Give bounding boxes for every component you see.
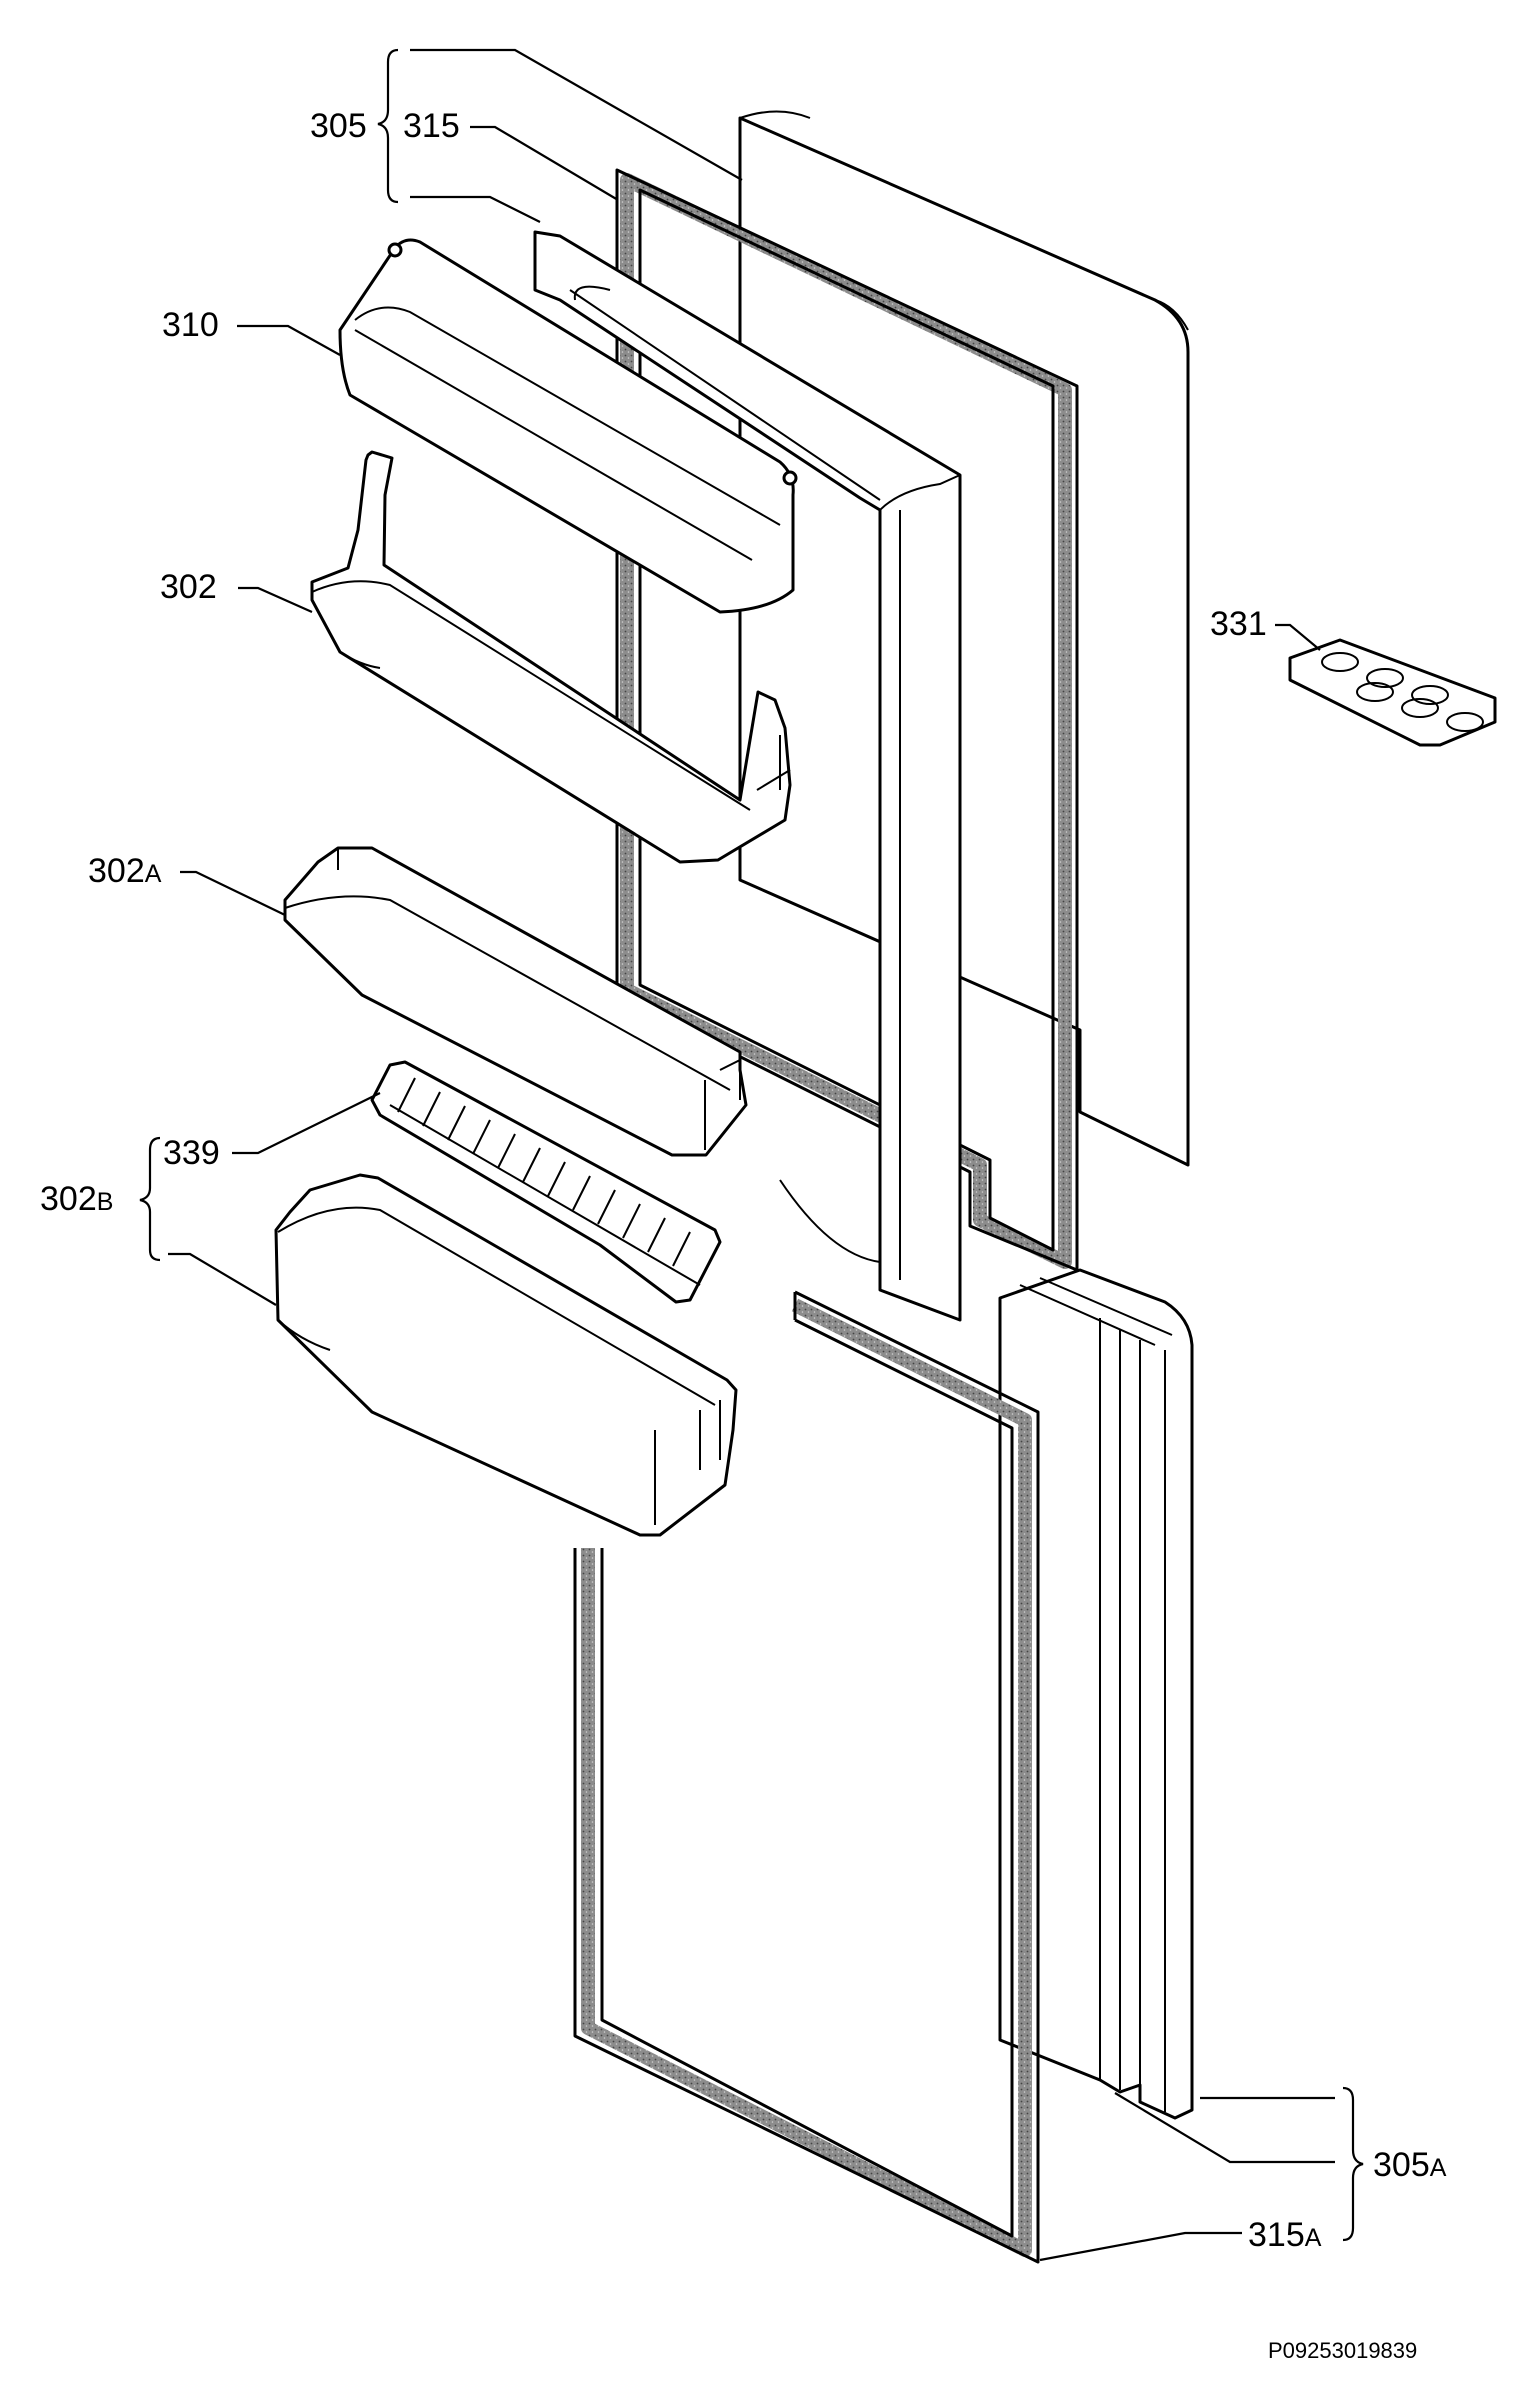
- egg-tray: [1288, 638, 1497, 747]
- brace-305: [377, 48, 399, 204]
- label-315: 315: [403, 107, 460, 145]
- label-305: 305: [310, 107, 367, 145]
- lower-door-panel: [998, 1268, 1194, 2120]
- label-305a: 305A: [1373, 2146, 1447, 2184]
- middle-door-shelf: [283, 846, 748, 1157]
- bottle-retainer: [370, 1060, 722, 1304]
- label-302: 302: [160, 568, 217, 606]
- label-339: 339: [163, 1134, 220, 1172]
- brace-302b: [139, 1136, 161, 1262]
- upper-door-shelf: [310, 450, 792, 864]
- diagram-reference-code: P09253019839: [1268, 2338, 1417, 2363]
- part-labels: 305 315 310 302 302A 339 302B 331 305A 3…: [40, 107, 1447, 2363]
- dairy-compartment-cover: [338, 238, 798, 614]
- label-331: 331: [1210, 605, 1267, 643]
- lower-door-bottle-shelf: [274, 1173, 738, 1537]
- label-310: 310: [162, 306, 219, 344]
- label-302a: 302A: [88, 852, 162, 890]
- lower-door-gasket: [573, 1290, 1040, 2264]
- brace-305a: [1342, 2086, 1364, 2242]
- label-315a: 315A: [1248, 2216, 1322, 2254]
- label-302b: 302B: [40, 1180, 113, 1218]
- upper-door-liner: [533, 230, 962, 1322]
- leader-lines: [139, 48, 1364, 2262]
